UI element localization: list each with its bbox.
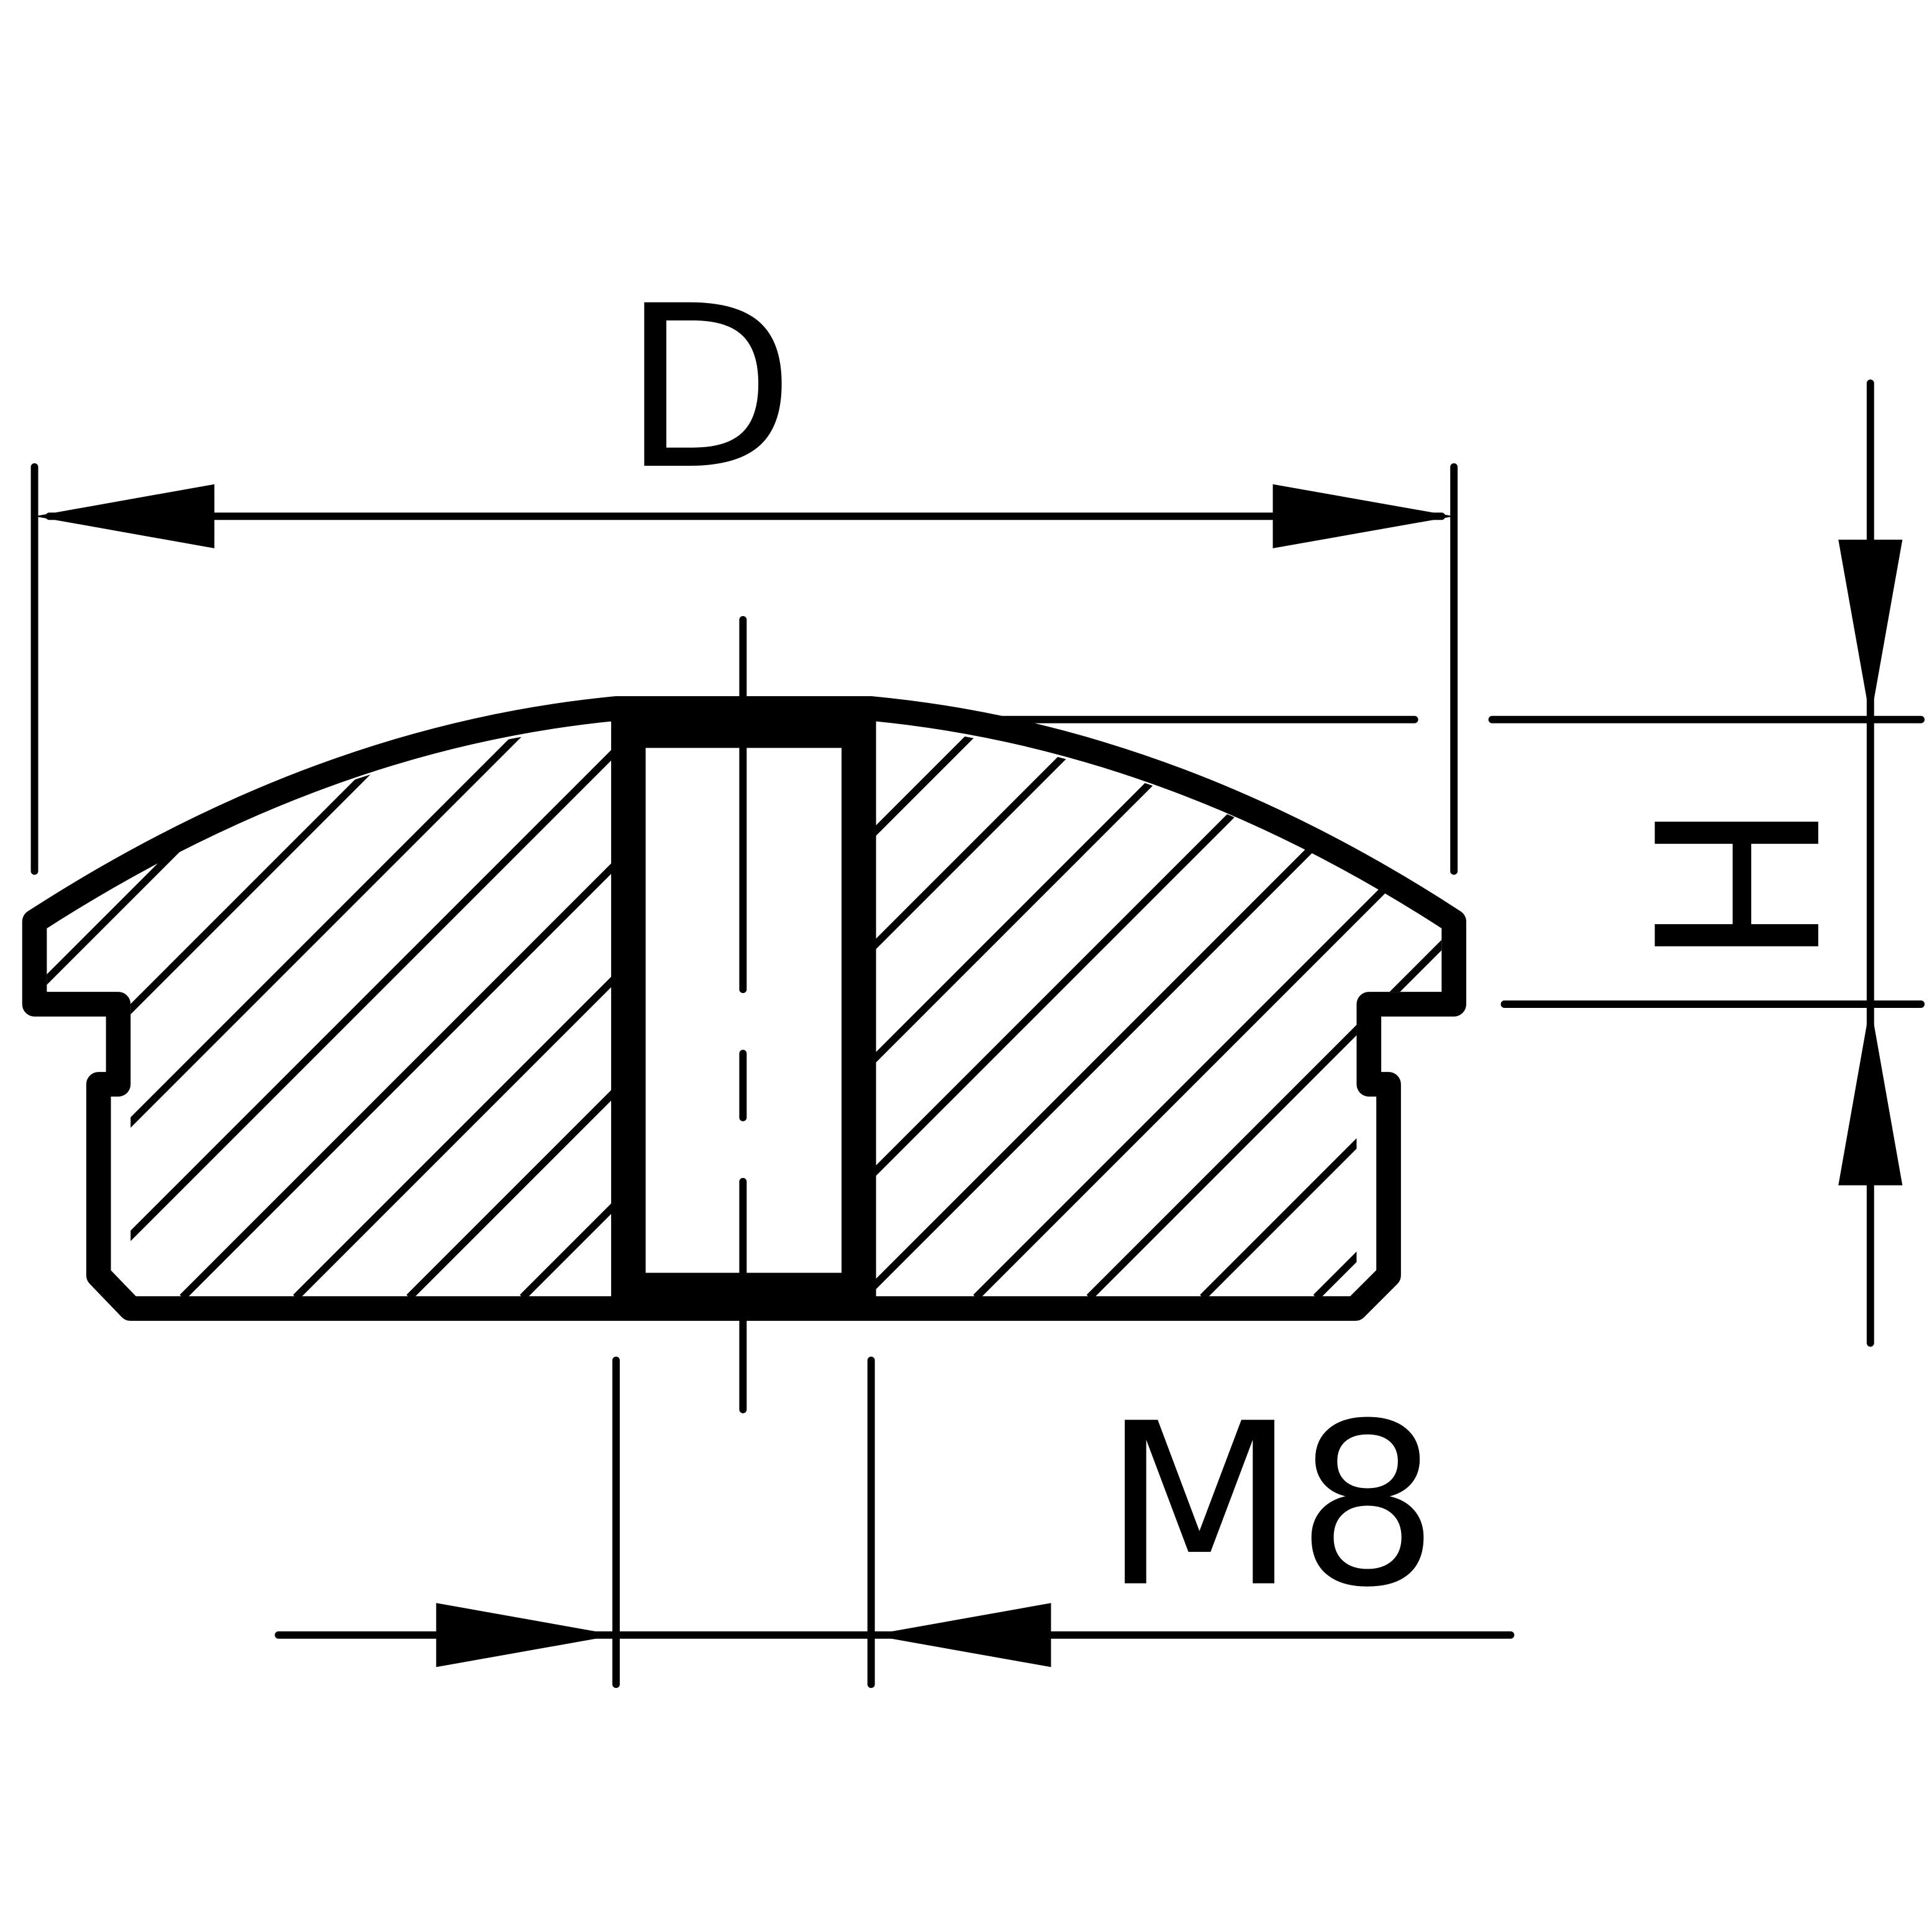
hatch-line <box>179 723 925 1298</box>
height-dimension: H <box>932 379 1925 1347</box>
thread-label: M8 <box>1103 1376 1439 1637</box>
hatch-line <box>0 558 15 1297</box>
hatch-line <box>47 723 471 1298</box>
hatch-line <box>1086 723 1442 1298</box>
arrow-left-icon <box>871 1603 1051 1667</box>
arrow-right-icon <box>436 1603 617 1667</box>
hatch-line <box>1200 723 1442 1298</box>
arrow-right-icon <box>1272 484 1454 548</box>
hatch-line <box>859 723 1442 1298</box>
thread-dimension: M8 <box>274 1356 1515 1689</box>
height-label: H <box>1602 800 1862 969</box>
hatch-line <box>47 723 584 1298</box>
diameter-dimension: D <box>30 258 1458 875</box>
hatch-line <box>973 723 1442 1298</box>
diameter-label: D <box>622 258 795 519</box>
hatch-line <box>66 723 811 1298</box>
arrow-up-icon <box>1838 1004 1903 1186</box>
arrow-left-icon <box>34 484 215 548</box>
arrow-down-icon <box>1838 540 1903 720</box>
